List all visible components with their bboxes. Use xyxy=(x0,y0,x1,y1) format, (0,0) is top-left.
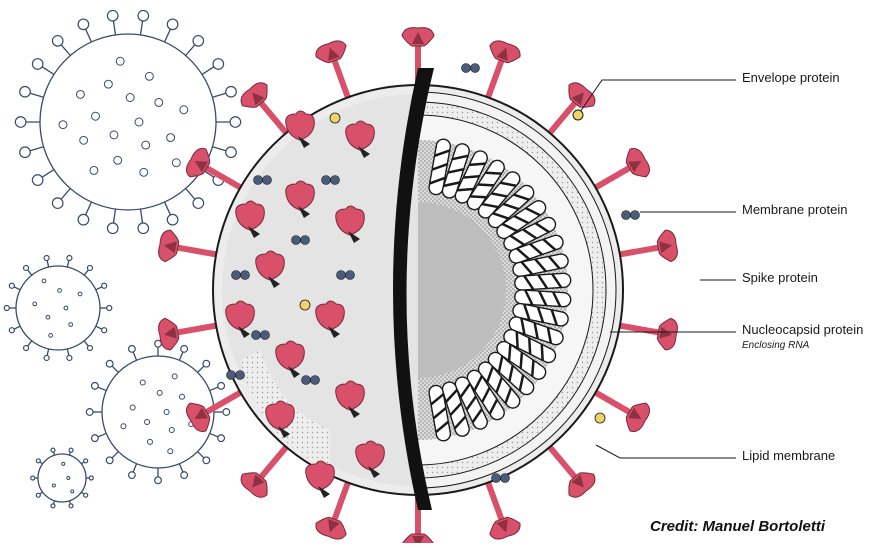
background-virions xyxy=(4,10,240,507)
background-virion xyxy=(15,10,240,233)
label-spike-protein: Spike protein xyxy=(742,270,818,285)
leader-envelope xyxy=(578,80,736,115)
label-lipid-membrane: Lipid membrane xyxy=(742,448,835,463)
leader-lipid xyxy=(596,445,736,458)
label-envelope-protein: Envelope protein xyxy=(742,70,840,85)
membrane-protein xyxy=(462,64,480,73)
envelope-protein xyxy=(595,413,605,423)
label-nucleocapsid-protein: Nucleocapsid protein xyxy=(742,322,863,337)
membrane-protein xyxy=(622,211,640,220)
envelope-protein xyxy=(300,300,310,310)
credit-text: Credit: Manuel Bortoletti xyxy=(650,518,825,535)
envelope-protein-marker xyxy=(573,110,583,120)
virion-body xyxy=(213,64,640,511)
envelope-protein xyxy=(330,113,340,123)
label-enclosing-rna: Enclosing RNA xyxy=(742,340,809,351)
nucleocapsid-coil xyxy=(514,273,571,291)
label-membrane-protein: Membrane protein xyxy=(742,202,848,217)
spike-head xyxy=(306,461,335,498)
background-virion xyxy=(31,448,94,508)
background-virion xyxy=(4,256,112,361)
